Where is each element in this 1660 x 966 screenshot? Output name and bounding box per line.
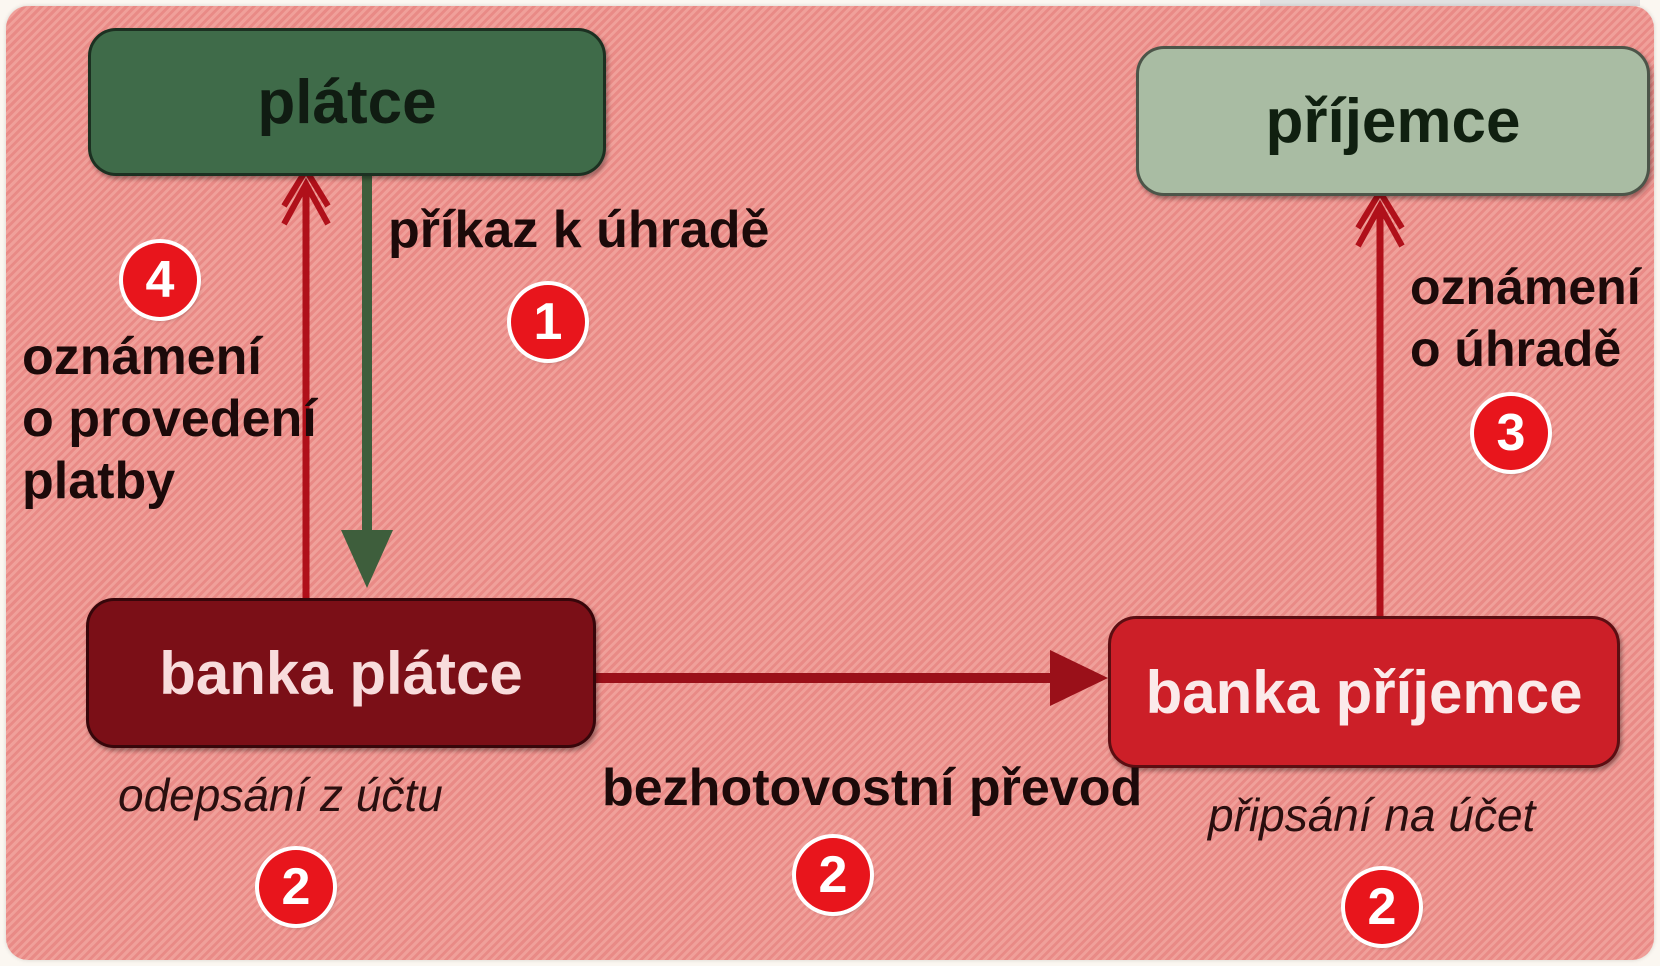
label-payer-notice-line3: platby bbox=[22, 452, 176, 510]
node-payer-bank: banka plátce bbox=[86, 598, 596, 748]
arrow-payment-order bbox=[341, 176, 393, 588]
node-recipient: příjemce bbox=[1136, 46, 1650, 196]
node-recipient-bank: banka příjemce bbox=[1108, 616, 1620, 768]
step-badge-3: 3 bbox=[1474, 396, 1548, 470]
arrow-recipient-notice bbox=[1355, 186, 1405, 616]
step-badge-2-transfer: 2 bbox=[796, 838, 870, 912]
label-payment-order: příkaz k úhradě bbox=[388, 201, 770, 259]
node-payer: plátce bbox=[88, 28, 606, 176]
node-payer-label: plátce bbox=[257, 67, 437, 137]
label-recipient-notice-line2: o úhradě bbox=[1410, 321, 1622, 377]
label-credit: připsání na účet bbox=[1208, 789, 1536, 841]
arrow-transfer bbox=[596, 650, 1108, 706]
step-badge-4: 4 bbox=[123, 243, 197, 317]
top-tab-bar bbox=[1260, 0, 1640, 6]
step-badge-2-credit: 2 bbox=[1345, 870, 1419, 944]
step-badge-1: 1 bbox=[511, 285, 585, 359]
step-badge-2-debit: 2 bbox=[259, 850, 333, 924]
label-payer-notice-line1: oznámení bbox=[22, 328, 262, 386]
node-recipient-bank-label: banka příjemce bbox=[1145, 658, 1583, 726]
label-payer-notice-line2: o provedení bbox=[22, 390, 317, 448]
node-recipient-label: příjemce bbox=[1265, 86, 1521, 156]
node-payer-bank-label: banka plátce bbox=[159, 639, 523, 707]
label-recipient-notice-line1: oznámení bbox=[1410, 259, 1641, 315]
label-recipient-notice: oznámení o úhradě bbox=[1410, 256, 1641, 380]
label-transfer: bezhotovostní převod bbox=[602, 759, 1143, 817]
label-debit: odepsání z účtu bbox=[118, 769, 443, 821]
label-payer-notice: oznámení o provedení platby bbox=[22, 326, 317, 512]
